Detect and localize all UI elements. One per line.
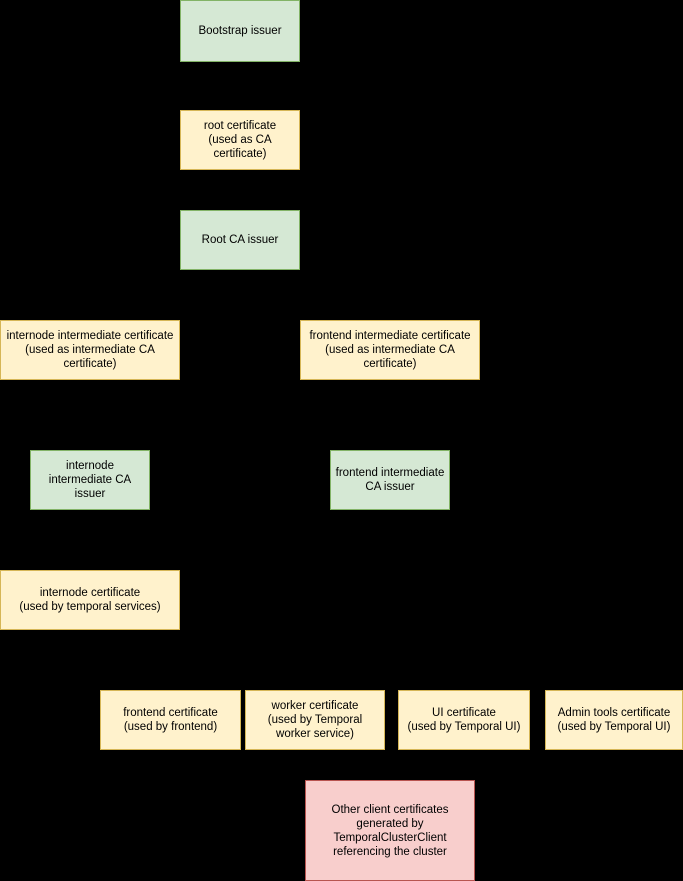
edge-internode-int-cert-to-internode-issuer-seg-v2 [90,415,91,450]
edge-frontend-int-cert-to-frontend-issuer-seg-v1 [390,380,391,415]
node-worker-certificate[interactable]: worker certificate (used by Temporal wor… [245,690,385,750]
node-label-worker-certificate: worker certificate (used by Temporal wor… [267,700,363,740]
edge-root-ca-issuer-to-frontend-int-cert-seg-h [240,295,390,296]
edge-frontend-issuer-to-worker-cert-seg-v2 [315,600,316,690]
node-label-bootstrap-issuer: Bootstrap issuer [198,25,282,37]
node-root-certificate[interactable]: root certificate (used as CA certificate… [180,110,300,170]
edge-internode-issuer-to-internode-cert-seg-v1 [90,510,91,540]
node-frontend-certificate[interactable]: frontend certificate (used by frontend) [100,690,241,750]
edge-internode-issuer-to-internode-cert-seg-v2 [90,540,91,570]
node-label-frontend-intermediate-ca-issuer: frontend intermediate CA issuer [335,467,445,493]
node-internode-intermediate-certificate[interactable]: internode intermediate certificate (used… [0,320,180,380]
edge-frontend-issuer-to-other-certs-seg-v1 [390,510,391,645]
node-internode-intermediate-ca-issuer[interactable]: internode intermediate CA issuer [30,450,150,510]
edge-root-ca-issuer-to-frontend-int-cert-seg-v1 [240,270,241,295]
node-bootstrap-issuer[interactable]: Bootstrap issuer [180,0,300,62]
node-label-other-client-certificates: Other client certificates generated by T… [331,803,449,858]
edge-internode-int-cert-to-internode-issuer-seg-v1 [90,380,91,415]
edge-frontend-issuer-to-frontend-cert-seg-h [170,600,390,601]
node-label-admin-tools-certificate: Admin tools certificate (used by Tempora… [557,707,671,733]
edge-frontend-issuer-to-ui-cert-seg-v2 [464,600,465,690]
node-label-internode-intermediate-certificate: internode intermediate certificate (used… [6,330,174,370]
edge-frontend-issuer-to-frontend-cert-seg-v2 [170,600,172,690]
edge-root-ca-issuer-to-frontend-int-cert-seg-v2 [390,295,391,320]
edge-root-cert-to-root-ca-issuer-seg-v2 [240,190,241,210]
node-other-client-certificates[interactable]: Other client certificates generated by T… [305,780,475,881]
node-ui-certificate[interactable]: UI certificate (used by Temporal UI) [398,690,530,750]
edge-root-ca-issuer-to-internode-int-cert-seg-v2 [90,295,91,320]
node-label-frontend-intermediate-certificate: frontend intermediate certificate (used … [309,330,471,370]
node-label-frontend-certificate: frontend certificate (used by frontend) [123,707,218,733]
node-frontend-intermediate-certificate[interactable]: frontend intermediate certificate (used … [300,320,480,380]
node-internode-certificate[interactable]: internode certificate (used by temporal … [0,570,180,630]
node-label-internode-certificate: internode certificate (used by temporal … [19,587,161,613]
node-label-root-ca-issuer: Root CA issuer [201,234,279,246]
node-label-internode-intermediate-ca-issuer: internode intermediate CA issuer [48,460,132,500]
edge-frontend-int-cert-to-frontend-issuer-seg-v2 [390,415,391,450]
edge-bootstrap-to-root-cert-seg-v2 [240,86,241,110]
node-label-ui-certificate: UI certificate (used by Temporal UI) [407,707,521,733]
node-admin-tools-certificate[interactable]: Admin tools certificate (used by Tempora… [545,690,683,750]
edge-frontend-issuer-to-worker-cert-seg-h [315,600,390,601]
edge-frontend-issuer-to-admin-cert-seg-h [390,600,614,601]
node-root-ca-issuer[interactable]: Root CA issuer [180,210,300,270]
node-frontend-intermediate-ca-issuer[interactable]: frontend intermediate CA issuer [330,450,450,510]
edge-root-ca-issuer-to-internode-int-cert-seg-h [90,295,240,296]
edge-frontend-issuer-to-admin-cert-seg-v2 [614,600,615,690]
node-label-root-certificate: root certificate (used as CA certificate… [203,120,277,160]
edge-frontend-issuer-to-other-certs-seg-v2 [390,645,391,780]
edge-root-cert-to-root-ca-issuer-seg-v1 [240,170,241,190]
edge-bootstrap-to-root-cert-seg-v1 [240,62,241,86]
